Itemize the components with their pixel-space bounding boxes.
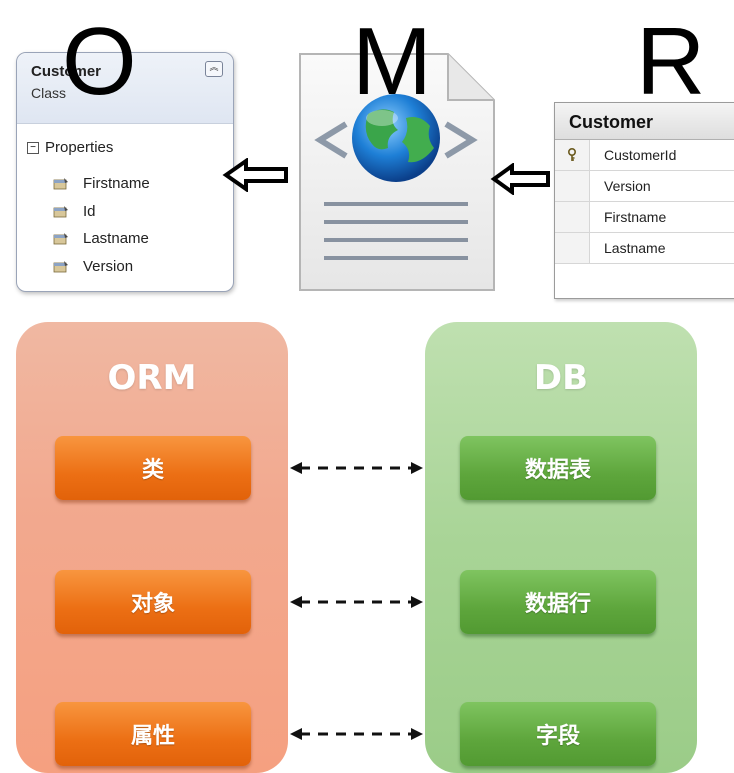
db-table-title: Customer — [555, 103, 734, 140]
property-name: Id — [83, 202, 96, 220]
db-table-row: Version — [555, 171, 734, 202]
key-cell — [555, 233, 590, 263]
letter-r: R — [636, 8, 706, 115]
db-item-table: 数据表 — [460, 436, 656, 500]
hollow-left-arrow-icon — [490, 163, 550, 195]
orm-panel: ORM — [16, 322, 288, 773]
db-item-field: 字段 — [460, 702, 656, 766]
properties-label: Properties — [45, 139, 114, 156]
db-table-box: Customer CustomerId Version Firstname La… — [554, 102, 734, 299]
properties-section[interactable]: − Properties — [27, 139, 113, 156]
collapse-minus-icon[interactable]: − — [27, 141, 39, 154]
property-item: Version — [53, 253, 150, 281]
key-icon — [568, 148, 576, 161]
orm-panel-title: ORM — [107, 358, 197, 398]
column-name: CustomerId — [604, 147, 677, 163]
dashed-double-arrow-icon — [290, 462, 423, 474]
orm-item-object: 对象 — [55, 570, 251, 634]
property-name: Firstname — [83, 175, 150, 193]
class-title: Customer — [31, 63, 102, 80]
db-table-row: Firstname — [555, 202, 734, 233]
xml-document-icon — [299, 53, 495, 291]
primary-key-cell — [555, 140, 590, 170]
hollow-left-arrow-icon — [222, 158, 288, 192]
collapse-chevron-icon[interactable]: ︽ — [205, 61, 223, 77]
column-name: Version — [604, 178, 651, 194]
property-name: Version — [83, 257, 134, 275]
column-name: Firstname — [604, 209, 667, 225]
property-name: Lastname — [83, 230, 149, 248]
property-item: Lastname — [53, 225, 150, 253]
property-item: Id — [53, 198, 150, 226]
column-name: Lastname — [604, 240, 666, 256]
orm-item-property: 属性 — [55, 702, 251, 766]
db-table-row: CustomerId — [555, 140, 734, 171]
db-panel: DB — [425, 322, 697, 773]
db-panel-title: DB — [533, 358, 589, 398]
key-cell — [555, 171, 590, 201]
class-header: Customer Class ︽ — [17, 53, 233, 124]
db-table-row: Lastname — [555, 233, 734, 264]
letter-o: O — [62, 8, 137, 115]
class-subtitle: Class — [31, 85, 67, 101]
letter-m: M — [352, 8, 432, 115]
property-icon — [53, 260, 68, 273]
db-item-row: 数据行 — [460, 570, 656, 634]
orm-item-class: 类 — [55, 436, 251, 500]
property-icon — [53, 205, 68, 218]
property-icon — [53, 178, 68, 190]
property-icon — [53, 233, 68, 245]
property-list: Firstname Id Lastname Version — [53, 170, 150, 280]
class-diagram-box: Customer Class ︽ − Properties Firstname … — [16, 52, 234, 292]
property-item: Firstname — [53, 170, 150, 198]
dashed-double-arrow-icon — [290, 596, 423, 608]
key-cell — [555, 202, 590, 232]
dashed-double-arrow-icon — [290, 728, 423, 740]
